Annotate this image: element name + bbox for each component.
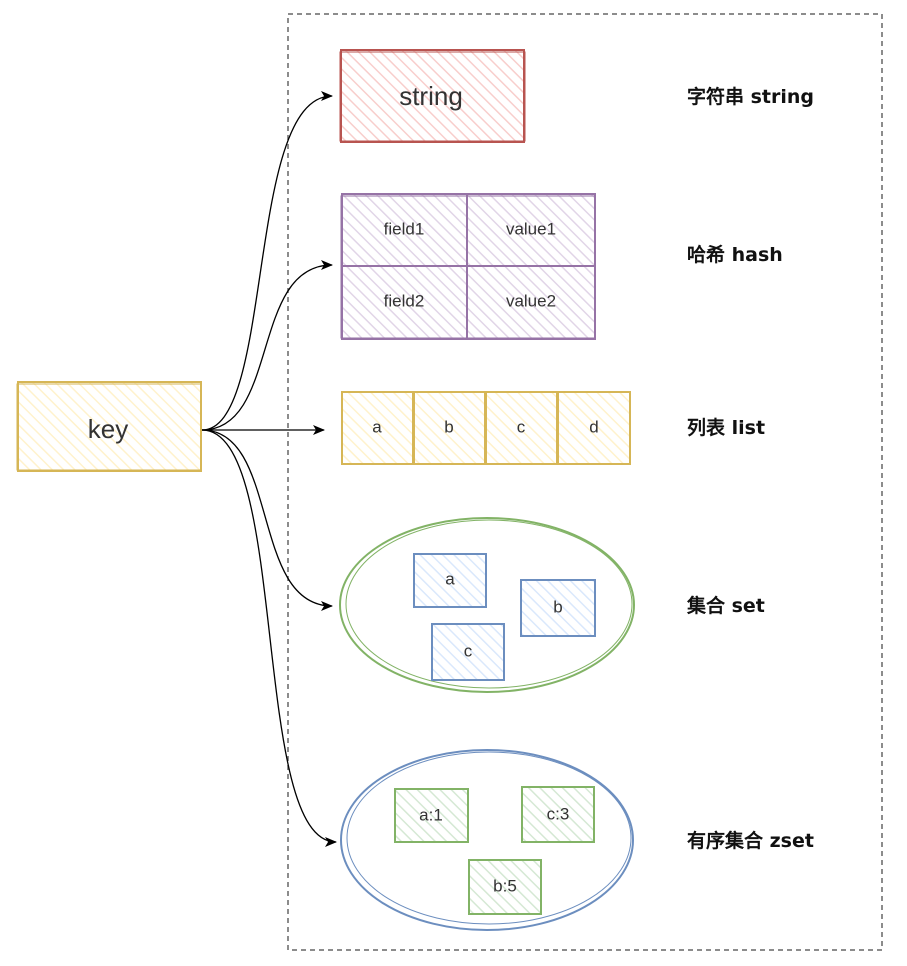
set-member: c <box>431 623 505 681</box>
hash-value-1: value1 <box>506 220 556 239</box>
list-item: c <box>485 391 558 465</box>
zset-member-label: c:3 <box>547 805 570 824</box>
hash-table: field1 value1 field2 value2 <box>340 193 596 340</box>
list-node: a b c d <box>341 391 631 465</box>
zset-node: a:1 c:3 b:5 <box>340 749 634 931</box>
hash-value-2: value2 <box>506 292 556 311</box>
zset-caption: 有序集合 zset <box>687 829 814 852</box>
set-member-label: b <box>553 598 562 617</box>
string-node: string <box>339 49 526 143</box>
list-item: a <box>341 391 414 465</box>
connector-to-string <box>201 91 333 431</box>
hash-field-2: field2 <box>384 292 425 311</box>
zset-member-label: b:5 <box>493 877 517 896</box>
key-label: key <box>88 414 128 444</box>
list-item-label: d <box>589 418 598 437</box>
list-item: b <box>413 391 486 465</box>
string-caption: 字符串 string <box>687 85 814 108</box>
hash-field-1: field1 <box>384 220 425 239</box>
list-item-label: b <box>444 418 453 437</box>
string-value: string <box>399 81 463 111</box>
set-member: a <box>413 553 487 608</box>
list-item-label: c <box>517 418 526 437</box>
types-container <box>287 13 883 951</box>
set-member-label: c <box>464 642 473 661</box>
connector-to-hash <box>201 260 333 431</box>
set-node: a b c <box>339 517 635 693</box>
list-item-label: a <box>372 418 382 437</box>
zset-member: c:3 <box>521 786 595 843</box>
zset-member-label: a:1 <box>419 806 443 825</box>
list-item: d <box>557 391 631 465</box>
set-member-label: a <box>445 570 455 589</box>
hash-caption: 哈希 hash <box>687 243 783 266</box>
set-caption: 集合 set <box>686 594 765 617</box>
zset-member: a:1 <box>394 788 469 843</box>
zset-member: b:5 <box>468 859 542 915</box>
key-node: key <box>16 381 202 472</box>
list-caption: 列表 list <box>687 416 765 439</box>
connector-to-set <box>201 429 333 611</box>
connector-to-zset <box>201 429 337 847</box>
connectors <box>201 91 337 847</box>
set-member: b <box>520 579 596 637</box>
